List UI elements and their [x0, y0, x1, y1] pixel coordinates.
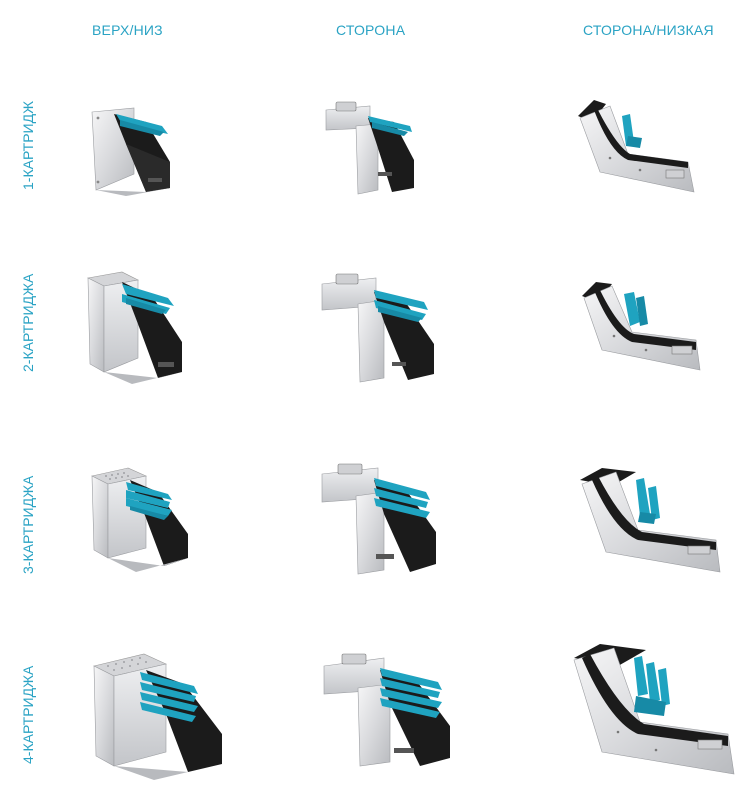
printhead-mount-side-icon [320, 648, 460, 770]
printhead-mount-side-low-icon [570, 640, 738, 790]
column-header-side-low: СТОРОНА/НИЗКАЯ [583, 22, 714, 38]
row-label-2-cartridges: 2-КАРТРИДЖА [20, 273, 36, 373]
column-header-top-bottom: ВЕРХ/НИЗ [92, 22, 163, 38]
row-label-1-cartridge: 1-КАРТРИДЖ [20, 100, 36, 190]
printhead-mount-side-icon [318, 270, 446, 386]
column-header-side: СТОРОНА [336, 22, 406, 38]
printhead-mount-top-bottom-icon [86, 104, 176, 196]
printhead-mount-side-low-icon [576, 276, 704, 376]
printhead-mount-side-low-icon [570, 96, 700, 200]
row-label-4-cartridges: 4-КАРТРИДЖА [20, 665, 36, 765]
printhead-mount-top-bottom-icon [88, 648, 228, 782]
row-label-3-cartridges: 3-КАРТРИДЖА [20, 475, 36, 575]
printhead-mount-side-icon [318, 460, 448, 578]
printhead-mount-side-low-icon [576, 466, 726, 578]
printhead-mount-side-icon [322, 98, 422, 198]
printhead-mount-top-bottom-icon [86, 462, 196, 574]
printhead-mount-top-bottom-icon [82, 268, 192, 386]
